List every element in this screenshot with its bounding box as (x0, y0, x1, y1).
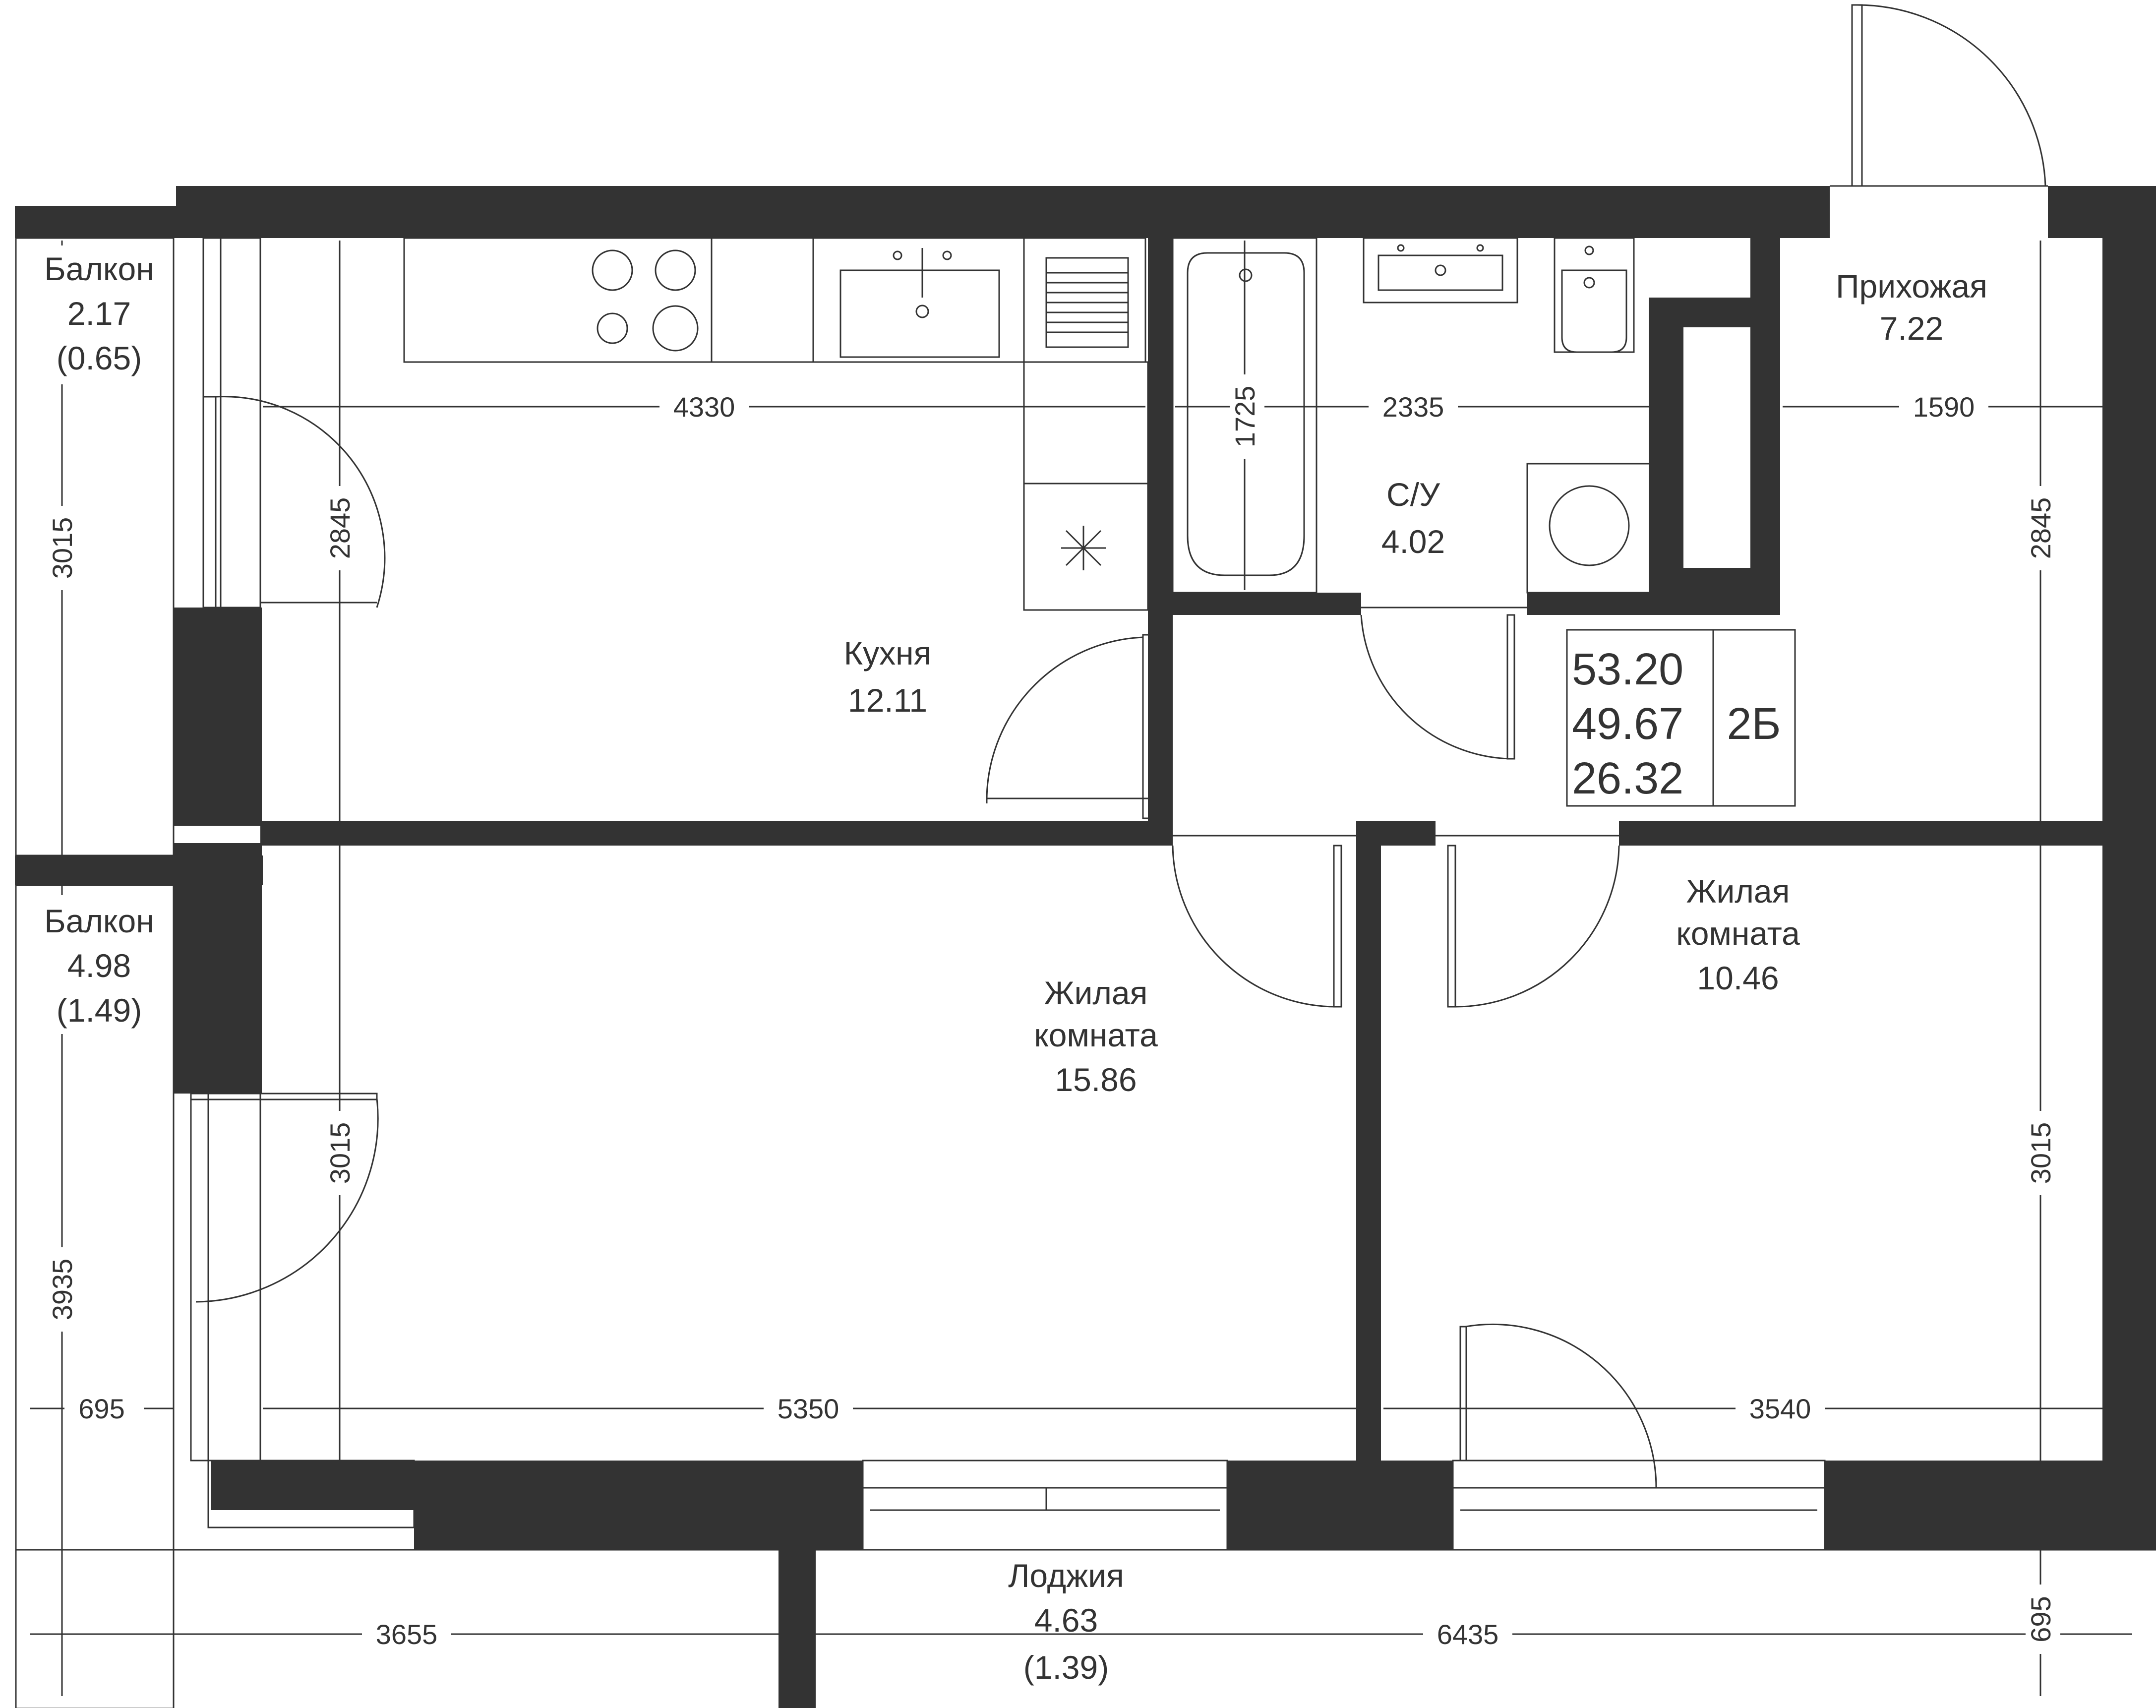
room-name: Балкон (44, 903, 154, 939)
dim-living-small-width: 3540 (1749, 1393, 1811, 1424)
dim-living-large-width: 5350 (778, 1393, 839, 1424)
dim-hall-width: 1590 (1913, 391, 1975, 423)
dim-living-large-depth: 3015 (324, 1122, 356, 1184)
door-swing-icon (1172, 845, 1337, 1008)
room-kitchen: Кухня 12.11 (844, 635, 932, 719)
dim-balcony-bottom-len: 3935 (47, 1259, 78, 1321)
dim-living-small-depth: 3015 (2025, 1122, 2056, 1184)
balcony-outlines (15, 4, 2156, 1708)
room-area: 15.86 (1055, 1061, 1137, 1098)
info-living-total: 49.67 (1572, 699, 1683, 749)
room-area: 4.63 (1034, 1602, 1098, 1639)
room-name: Лоджия (1008, 1557, 1124, 1594)
door-swing-icon (1465, 1323, 1657, 1488)
room-area: 4.98 (67, 947, 131, 984)
room-area-reduced: (1.49) (57, 992, 142, 1029)
door-swing-icon (1857, 4, 2046, 186)
room-name: Кухня (844, 635, 932, 671)
kitchen-fixtures (403, 237, 1149, 611)
room-name: Балкон (44, 250, 154, 287)
info-living-area: 26.32 (1572, 754, 1683, 803)
room-loggia: Лоджия 4.63 (1.39) (972, 1557, 1160, 1691)
dim-bath-width: 2335 (1382, 391, 1444, 423)
dim-bath-tub: 1725 (1229, 386, 1260, 448)
door-swing-icon (1360, 614, 1510, 760)
stove-icon (592, 249, 699, 352)
dim-loggia-left: 3655 (376, 1619, 438, 1650)
door-swing-icon (215, 396, 386, 608)
door-swing-icon (986, 636, 1143, 804)
dishwasher-icon (1045, 257, 1129, 348)
sink-icon (839, 248, 1000, 358)
room-bathroom: С/У 4.02 (1381, 476, 1445, 560)
room-area: 2.17 (67, 295, 131, 332)
door-swing-icon (195, 1098, 379, 1303)
bathtub-icon (1172, 237, 1318, 594)
room-name: Прихожая (1836, 268, 1987, 305)
room-name-line1: Жилая (1686, 873, 1790, 910)
room-area: 12.11 (848, 682, 927, 719)
room-living-small: Жилая комната 10.46 (1676, 873, 1800, 996)
door-swing-icon (1455, 845, 1620, 1008)
toilet-icon (1554, 237, 1635, 353)
dim-kitchen-width: 4330 (673, 391, 735, 423)
info-box: 53.20 49.67 26.32 2Б (1566, 629, 1796, 807)
walls (15, 186, 2156, 1708)
room-balcony-top: Балкон 2.17 (0.65) (30, 245, 169, 384)
doors (190, 4, 2046, 1488)
room-area-reduced: (0.65) (57, 340, 142, 376)
room-living-large: Жилая комната 15.86 (1034, 975, 1158, 1098)
room-name-line2: комната (1676, 915, 1800, 952)
room-name-line1: Жилая (1044, 975, 1148, 1011)
dim-hall-depth: 2845 (2025, 497, 2056, 559)
dimension-labels: 4330 2335 1590 695 5350 3540 3655 6435 3… (47, 374, 2060, 1654)
room-area: 7.22 (1880, 310, 1943, 347)
washing-machine-icon (1526, 463, 1652, 594)
washbasin-icon (1363, 237, 1518, 304)
room-area: 4.02 (1381, 523, 1445, 560)
room-labels: Балкон 2.17 (0.65) Балкон 4.98 (1.49) Ку… (30, 245, 1987, 1691)
fridge-icon (1023, 361, 1149, 611)
dim-kitchen-depth: 2845 (324, 497, 356, 559)
room-balcony-bottom: Балкон 4.98 (1.49) (30, 895, 169, 1034)
dim-loggia-right: 6435 (1437, 1619, 1499, 1650)
info-total-area: 53.20 (1572, 645, 1683, 694)
dim-loggia-depth: 695 (2025, 1596, 2056, 1642)
room-hallway: Прихожая 7.22 (1836, 268, 1987, 347)
room-area: 10.46 (1697, 960, 1779, 996)
room-area-reduced: (1.39) (1023, 1649, 1109, 1686)
room-name: С/У (1386, 476, 1440, 513)
dim-balcony-top-len: 3015 (47, 517, 78, 579)
dim-balcony-width: 695 (78, 1393, 124, 1424)
bathroom-fixtures (1172, 237, 1652, 594)
room-name-line2: комната (1034, 1017, 1158, 1053)
info-apartment-type: 2Б (1727, 699, 1781, 749)
